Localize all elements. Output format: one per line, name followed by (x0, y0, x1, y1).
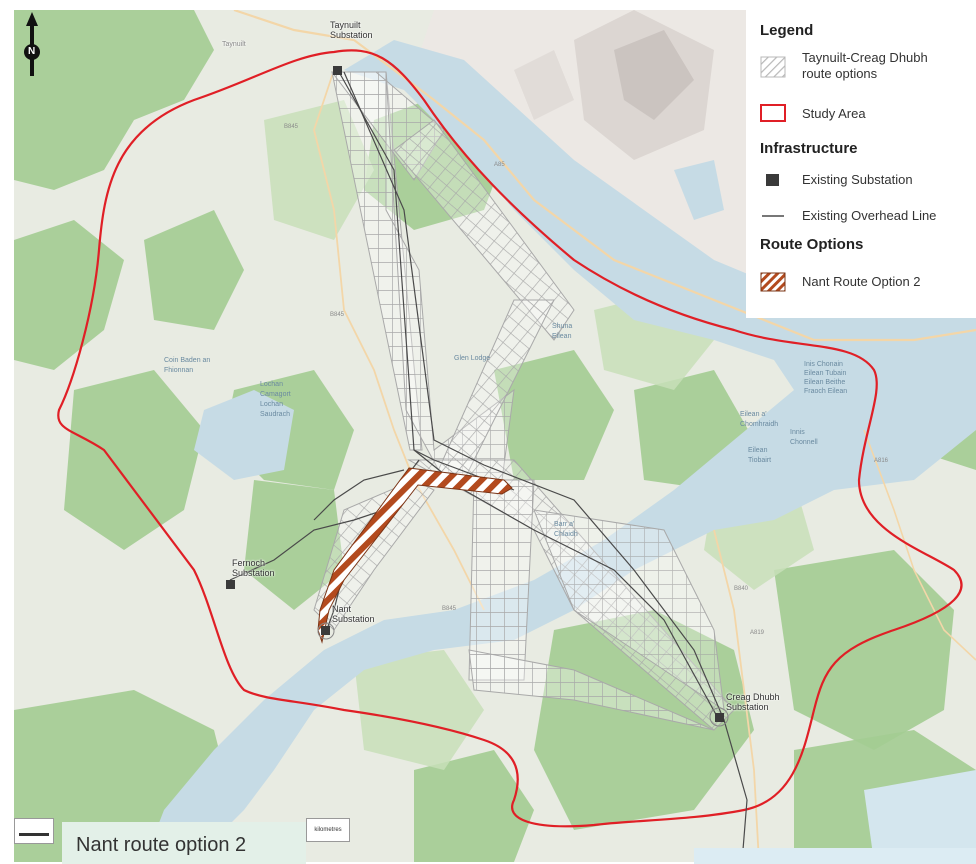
label-coin-baden: Coin Baden an Fhionnan (164, 357, 211, 374)
legend-route-options-heading: Route Options (760, 236, 864, 253)
legend-substation-label: Existing Substation (802, 172, 913, 187)
label-taynuilt-substation: Taynuilt Substation (330, 20, 373, 40)
corner-panel (694, 848, 976, 864)
substation-fernoch-marker (226, 580, 235, 589)
label-lochan: Lochan Camagort Lochan Saudrach (260, 381, 291, 418)
substation-creag-dhubh-marker (715, 713, 724, 722)
scale-bar (14, 818, 54, 844)
label-shuna: Shuna Eilean (552, 323, 573, 340)
label-road-b845-c: B845 (442, 606, 457, 612)
label-eilean-a-chomhraidh: Eilean a' Chomhraidh (740, 411, 779, 428)
legend-study-area-label: Study Area (802, 106, 866, 121)
label-road-b840: B840 (734, 586, 749, 592)
route-option-corridors (313, 71, 735, 731)
legend-title: Legend (760, 22, 814, 39)
substation-taynuilt-marker (333, 66, 342, 75)
label-barr: Barr a' Chlaidh (554, 521, 578, 538)
label-glen-lodge: Glen Lodge (454, 355, 491, 362)
label-nant-substation: Nant Substation (332, 604, 375, 624)
label-fernoch-substation: Fernoch Substation (232, 558, 275, 578)
legend-overhead-line-label: Existing Overhead Line (802, 208, 937, 223)
scale-unit-label: kilometres (306, 818, 350, 842)
legend-route-options-label: Taynuilt-Creag Dhubh route options (802, 50, 928, 81)
label-eilean-tiobairt: Eilean Tiobairt (748, 447, 772, 464)
label-creag-dhubh-substation: Creag Dhubh Substation (726, 692, 780, 712)
study-area-boundary (57, 49, 963, 828)
caption-text: Nant route option 2 (76, 834, 247, 856)
nant-route-option-2 (317, 467, 513, 644)
water-bodies (144, 40, 976, 862)
legend-nant-option-label: Nant Route Option 2 (802, 274, 921, 289)
north-arrow-label: N (28, 46, 36, 57)
label-innis: Innis Chonnell (790, 429, 818, 446)
roads (233, 10, 976, 862)
map-legend: Legend Taynuilt-Creag Dhubh route option… (746, 10, 976, 318)
legend-infrastructure-heading: Infrastructure (760, 140, 858, 157)
legend-study-area-swatch (760, 104, 786, 122)
label-taynuilt-town: Taynuilt (222, 41, 246, 48)
legend-substation-swatch (766, 174, 779, 186)
label-road-a85: A85 (494, 162, 505, 168)
legend-overhead-line-swatch (762, 215, 784, 217)
label-road-a819: A819 (750, 630, 765, 636)
legend-route-options-swatch (760, 56, 786, 78)
label-road-b845-b: B845 (330, 312, 345, 318)
legend-nant-option-swatch (760, 272, 786, 292)
north-arrow-icon (24, 12, 40, 76)
caption-box: Nant route option 2 (62, 822, 306, 864)
substations (226, 66, 729, 727)
label-road-a816: A816 (874, 458, 889, 464)
label-road-b845-a: B845 (284, 124, 299, 130)
substation-nant-marker (321, 626, 330, 635)
label-isles: Inis Chonain Eilean Tubain Eilean Beithe… (804, 361, 848, 395)
